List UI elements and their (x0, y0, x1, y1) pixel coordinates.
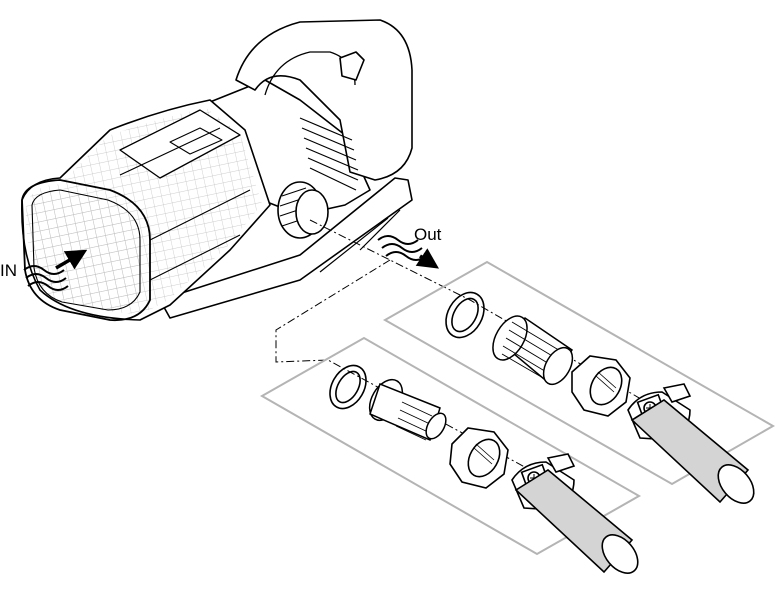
motor-fins (299, 117, 359, 191)
inflow-wave-icon (23, 265, 69, 291)
fitting-kit-lower (259, 336, 642, 574)
outlet-label: Out (414, 225, 442, 244)
union-nut-lower (449, 427, 509, 489)
hose-tail-lower (368, 378, 447, 442)
hose-upper (630, 399, 755, 504)
fitting-kit-upper (382, 260, 776, 504)
hose-lower (514, 469, 639, 574)
union-nut-upper (571, 355, 631, 417)
pump-body (21, 19, 413, 322)
outlet-port (277, 181, 329, 239)
kit-panel-lower (259, 336, 642, 556)
handle-latch (339, 51, 365, 81)
pump-base-plate (159, 177, 413, 319)
inlet-arrow-icon (55, 249, 88, 270)
o-ring-upper (445, 291, 485, 339)
o-ring-lower (329, 364, 367, 410)
kit-panel-upper (382, 260, 776, 486)
basket-front-frame (21, 179, 151, 322)
pump-handle (235, 19, 413, 181)
inlet-label: IN (0, 261, 17, 280)
hose-tail-upper (492, 315, 574, 386)
outlet-arrow-icon (415, 248, 439, 269)
